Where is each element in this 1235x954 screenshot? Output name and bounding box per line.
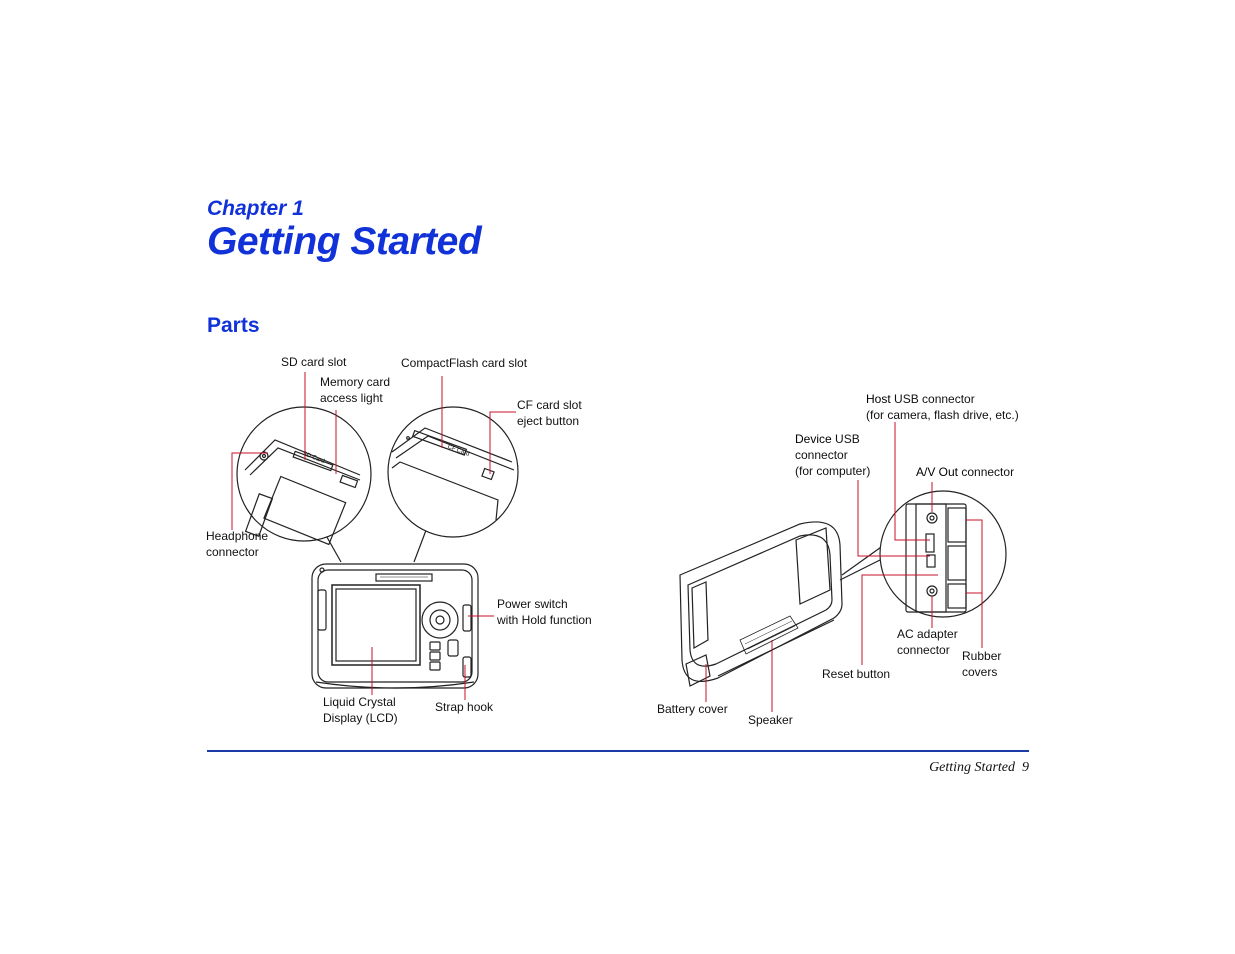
label-line: Device USB [795, 431, 870, 447]
label-line: connector [795, 448, 848, 462]
label-line: Memory card [320, 375, 391, 389]
label-text: USB [831, 432, 860, 446]
label-power-switch: Power switch with Hold function [497, 596, 592, 628]
zoom-circle-connectors [879, 490, 1007, 618]
label-battery-cover: Battery cover [657, 702, 728, 716]
label-line: with Hold function [497, 613, 592, 627]
label-line: Host USB connector [866, 391, 1019, 407]
label-host-usb-connector: Host USB connector (for camera, flash dr… [866, 391, 1019, 423]
label-line: Liquid Crystal [323, 695, 396, 709]
label-ac-adapter-connector: AC adapter connector [897, 626, 958, 658]
label-strap-hook: Strap hook [435, 700, 494, 714]
label-line: Display (LCD) [323, 711, 398, 725]
label-reset-button: Reset button [822, 667, 891, 681]
label-text: connector [958, 465, 1015, 479]
label-cf-eject-button: CF card slot eject button [517, 397, 582, 429]
page-number: 9 [1022, 760, 1029, 775]
zoom-circle-cf [387, 406, 519, 563]
device-front-view [311, 563, 479, 689]
label-device-usb-connector: Device USB connector (for computer) [795, 431, 870, 479]
label-compactflash-card-slot: CompactFlash card slot [401, 356, 528, 370]
label-line: eject button [517, 414, 580, 428]
label-line: covers [962, 665, 998, 679]
label-headphone-connector: Headphone connector [206, 528, 268, 560]
label-bold: A/V Out [916, 465, 959, 479]
label-line: Rubber [962, 649, 1002, 663]
page-footer: Getting Started 9 [929, 760, 1029, 776]
label-text: USB connector [890, 392, 975, 406]
chapter-label: Chapter 1 [207, 197, 304, 220]
callout-lines [231, 372, 983, 712]
label-line: Power switch [497, 597, 568, 611]
label-line: connector [897, 643, 950, 657]
chapter-title: Getting Started [207, 220, 482, 263]
label-line: access light [320, 391, 383, 405]
footer-section-name: Getting Started [929, 760, 1015, 775]
label-rubber-covers: Rubber covers [962, 648, 1001, 680]
label-memory-card-access-light: Memory card access light [320, 374, 390, 406]
label-line: (for computer) [795, 464, 871, 478]
label-bold: Host [866, 392, 891, 406]
label-av-out-connector: A/V Out connector [916, 464, 1014, 480]
label-sd-card-slot: SD card slot [281, 355, 347, 369]
device-back-view [679, 521, 885, 687]
section-heading-parts: Parts [207, 314, 260, 337]
zoom-circle-sd [236, 406, 372, 563]
label-speaker: Speaker [748, 713, 793, 727]
footer-rule [207, 750, 1029, 752]
label-bold: Device [795, 432, 832, 446]
label-lcd: Liquid Crystal Display (LCD) [323, 694, 398, 726]
label-line: AC adapter [897, 627, 958, 641]
label-line: Headphone [206, 529, 269, 543]
label-line: (for camera, flash drive, etc.) [866, 408, 1019, 422]
label-line: CF card slot [517, 398, 582, 412]
label-line: connector [206, 545, 259, 559]
